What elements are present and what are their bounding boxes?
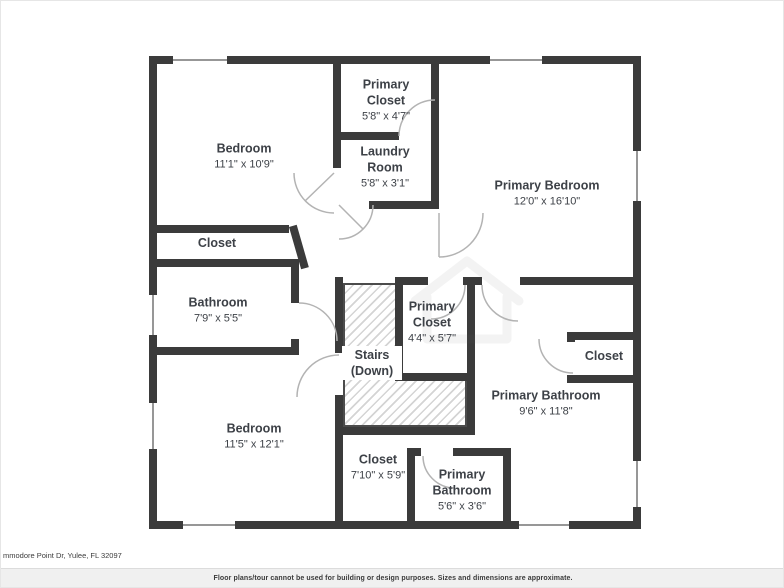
wall-pclosetc-bottom	[395, 373, 475, 381]
wall-outer-top	[149, 56, 641, 64]
room-label-stairs: Stairs (Down)	[342, 346, 402, 380]
room-label-primary-bathroom-right: Primary Bathroom 9'6" x 11'8"	[491, 388, 601, 418]
wall-bedroom1-right	[333, 56, 341, 168]
window	[519, 521, 569, 529]
wall-laundry-right	[431, 56, 439, 209]
wall-outer-bottom	[149, 521, 641, 529]
disclaimer-text: Floor plans/tour cannot be used for buil…	[213, 574, 573, 582]
door-leaf-laundry	[338, 204, 364, 230]
wall-pclosetc-right	[467, 277, 475, 381]
room-label-closet-left: Closet	[197, 236, 237, 250]
room-label-bedroom-top-left: Bedroom 11'1" x 10'9"	[214, 141, 274, 171]
wall-pbedroom-bottom-b	[463, 277, 482, 285]
door-arc-bathroom-left	[298, 302, 338, 342]
address-text: mmodore Point Dr, Yulee, FL 32097	[3, 551, 122, 560]
door-arc-primary-bathroom-right	[481, 284, 519, 322]
room-label-bathroom-left: Bathroom 7'9" x 5'5"	[188, 295, 248, 325]
window	[633, 461, 641, 507]
wall-closet-bottom-top	[335, 427, 475, 435]
door-arc-laundry	[338, 204, 374, 240]
window	[183, 521, 235, 529]
wall-outer-left	[149, 56, 157, 529]
door-arc-closet-right	[538, 338, 574, 374]
room-label-closet-bottom: Closet 7'10" x 5'9"	[350, 452, 406, 482]
room-label-laundry-room: Laundry Room 5'8" x 3'1"	[360, 144, 410, 190]
room-label-primary-bedroom: Primary Bedroom 12'0" x 16'10"	[494, 178, 600, 208]
wall-bathroom-right-upper	[291, 259, 299, 303]
wall-pbedroom-bottom-a	[395, 277, 428, 285]
room-label-primary-closet-center: Primary Closet 4'4" x 5'7"	[407, 299, 457, 345]
room-label-primary-closet-top: Primary Closet 5'8" x 4'7"	[361, 77, 411, 123]
window	[149, 295, 157, 335]
wall-bathroom-right-left-divider	[467, 373, 475, 427]
window	[490, 56, 542, 64]
wall-bathroom-top	[149, 259, 299, 267]
wall-closet-left-top	[149, 225, 289, 233]
window	[149, 403, 157, 449]
wall-pbathroomb-left	[407, 448, 415, 529]
wall-stairs-left-upper	[335, 277, 343, 353]
window	[633, 151, 641, 201]
wall-closet-right-left-stub	[567, 332, 575, 342]
door-arc-primary-bedroom	[438, 212, 484, 258]
door-arc-bedroom1	[293, 172, 335, 214]
wall-closet-laundry-divider	[333, 132, 399, 140]
door-arc-bedroom2	[296, 354, 340, 398]
room-label-closet-right: Closet	[584, 349, 624, 363]
wall-pclosetc-left	[395, 277, 403, 381]
wall-pbathroomb-top-b	[453, 448, 511, 456]
wall-outer-right	[633, 56, 641, 529]
room-label-bedroom-bottom: Bedroom 11'5" x 12'1"	[224, 421, 284, 451]
wall-closet-right-bottom	[567, 375, 641, 383]
floor-plan: Bedroom 11'1" x 10'9" Primary Closet 5'8…	[1, 1, 783, 571]
room-label-primary-bathroom-bottom: Primary Bathroom 5'6" x 3'6"	[432, 467, 492, 513]
wall-bedroom2-right	[335, 395, 343, 529]
wall-laundry-bottom	[369, 201, 439, 209]
window	[173, 56, 227, 64]
door-leaf-bedroom1	[304, 172, 335, 202]
wall-pbedroom-bottom-c	[520, 277, 641, 285]
wall-bathroom-bottom	[149, 347, 299, 355]
disclaimer-bar: Floor plans/tour cannot be used for buil…	[1, 568, 783, 587]
wall-pbathroomb-right	[503, 448, 511, 529]
wall-closet-right-top	[567, 332, 641, 340]
